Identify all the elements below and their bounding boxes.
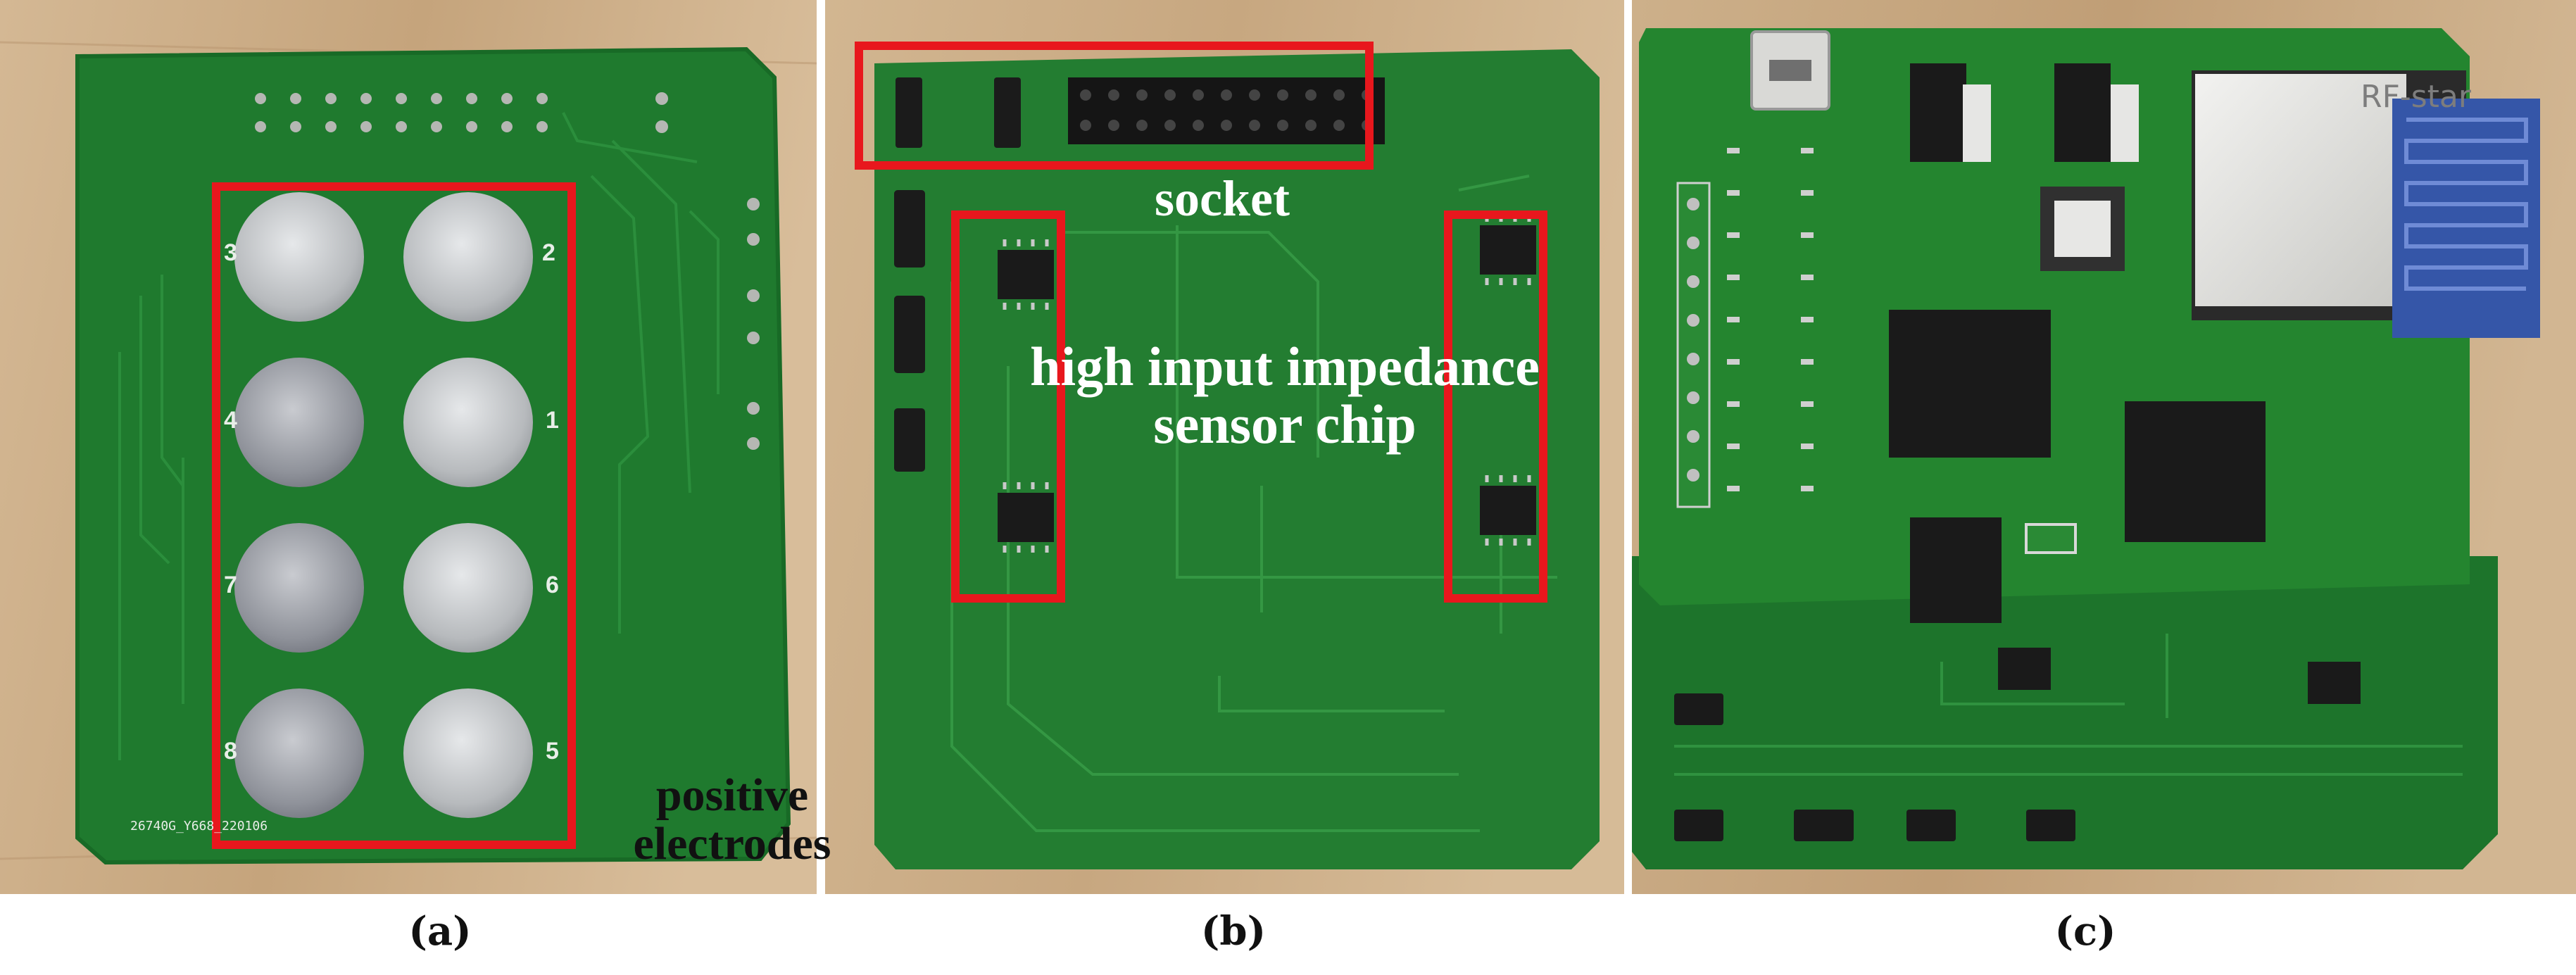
annotation-line: positive	[655, 769, 809, 821]
electrode-label: 5	[546, 738, 559, 765]
positive-electrodes-annotation: positive electrodes	[591, 771, 873, 869]
electrode-label: 8	[224, 738, 237, 765]
electrode-label: 6	[546, 572, 559, 598]
board-silkscreen-text: 26740G_Y668_220106	[130, 819, 268, 834]
annotation-line: electrodes	[633, 818, 831, 870]
panel-c-caption: (c)	[2054, 908, 2116, 955]
annotation-line: sensor chip	[1153, 393, 1416, 455]
panel-b-photo	[825, 0, 1624, 894]
sensor-chip-annotation: high input impedance sensor chip	[957, 338, 1612, 453]
electrode-label: 7	[224, 572, 237, 598]
sensor-board-image	[825, 0, 1624, 894]
annotation-line: high input impedance	[1030, 336, 1540, 397]
assembled-board-image	[1632, 0, 2576, 894]
electrode-label: 1	[546, 407, 559, 434]
electrode-board-image	[0, 0, 817, 894]
panel-c-photo: RF-star	[1632, 0, 2576, 894]
socket-annotation: socket	[1155, 170, 1290, 227]
electrode-label: 4	[224, 407, 237, 434]
electrode-label: 3	[224, 239, 237, 266]
panel-b-caption: (b)	[1200, 908, 1267, 955]
panel-a-caption: (a)	[408, 908, 472, 955]
rf-module-brand-text: RF-star	[2361, 79, 2471, 115]
electrode-label: 2	[542, 239, 555, 266]
panel-a-photo: 3 2 4 1 7 6 8 5 26740G_Y668_220106	[0, 0, 817, 894]
